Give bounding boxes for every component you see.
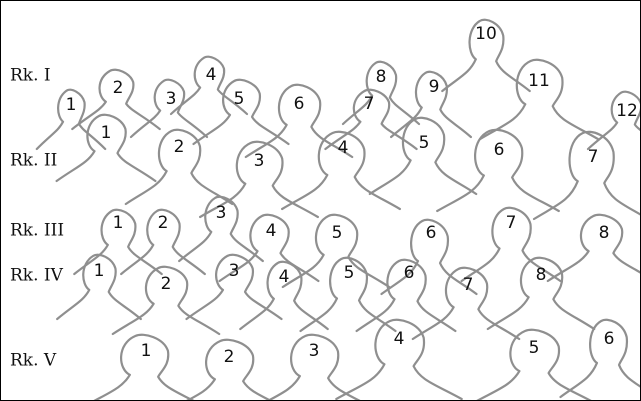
person-number-r1-4: 4: [206, 65, 217, 85]
person-number-r2-2: 2: [174, 137, 185, 157]
person-number-r1-2: 2: [113, 78, 124, 98]
person-number-r2-7: 7: [588, 147, 599, 167]
row-label-3: Rk. III: [10, 221, 64, 241]
person-number-r3-5: 5: [332, 223, 343, 243]
row-label-5: Rk. V: [10, 351, 57, 371]
person-number-r2-4: 4: [338, 138, 349, 158]
person-number-r4-7: 7: [463, 275, 474, 295]
person-number-r5-4: 4: [394, 329, 405, 349]
person-number-r4-6: 6: [404, 263, 415, 283]
person-number-r5-6: 6: [604, 329, 615, 349]
person-number-r1-5: 5: [234, 89, 245, 109]
person-number-r3-3: 3: [216, 203, 227, 223]
person-number-r1-8: 8: [376, 67, 387, 87]
person-number-r1-3: 3: [166, 89, 177, 109]
person-number-r4-3: 3: [229, 261, 240, 281]
person-number-r3-8: 8: [599, 223, 610, 243]
person-number-r1-7: 7: [364, 94, 375, 114]
person-number-r2-5: 5: [419, 133, 430, 153]
person-number-r3-1: 1: [113, 213, 124, 233]
person-number-r3-7: 7: [506, 213, 517, 233]
person-number-r3-6: 6: [426, 223, 437, 243]
person-number-r5-3: 3: [309, 341, 320, 361]
person-number-r3-2: 2: [158, 213, 169, 233]
person-number-r1-9: 9: [429, 77, 440, 97]
person-number-r4-4: 4: [279, 267, 290, 287]
row-label-2: Rk. II: [10, 151, 57, 171]
row-label-4: Rk. IV: [10, 266, 64, 286]
person-number-r1-1: 1: [66, 95, 77, 115]
person-number-r4-5: 5: [344, 263, 355, 283]
row-label-1: Rk. I: [10, 66, 51, 86]
person-number-r2-3: 3: [254, 151, 265, 171]
person-number-r1-6: 6: [294, 94, 305, 114]
person-number-r2-1: 1: [101, 123, 112, 143]
person-number-r5-2: 2: [224, 347, 235, 367]
person-number-r5-5: 5: [529, 338, 540, 358]
person-number-r1-12: 12: [616, 101, 638, 121]
person-number-r1-11: 11: [528, 71, 550, 91]
person-number-r4-1: 1: [94, 261, 105, 281]
person-number-r2-6: 6: [494, 140, 505, 160]
person-number-r3-4: 4: [266, 221, 277, 241]
person-number-r5-1: 1: [141, 341, 152, 361]
person-outline-r5-6: [561, 320, 641, 397]
person-number-r4-2: 2: [161, 274, 172, 294]
person-number-r1-10: 10: [475, 24, 497, 44]
person-number-r4-8: 8: [536, 265, 547, 285]
